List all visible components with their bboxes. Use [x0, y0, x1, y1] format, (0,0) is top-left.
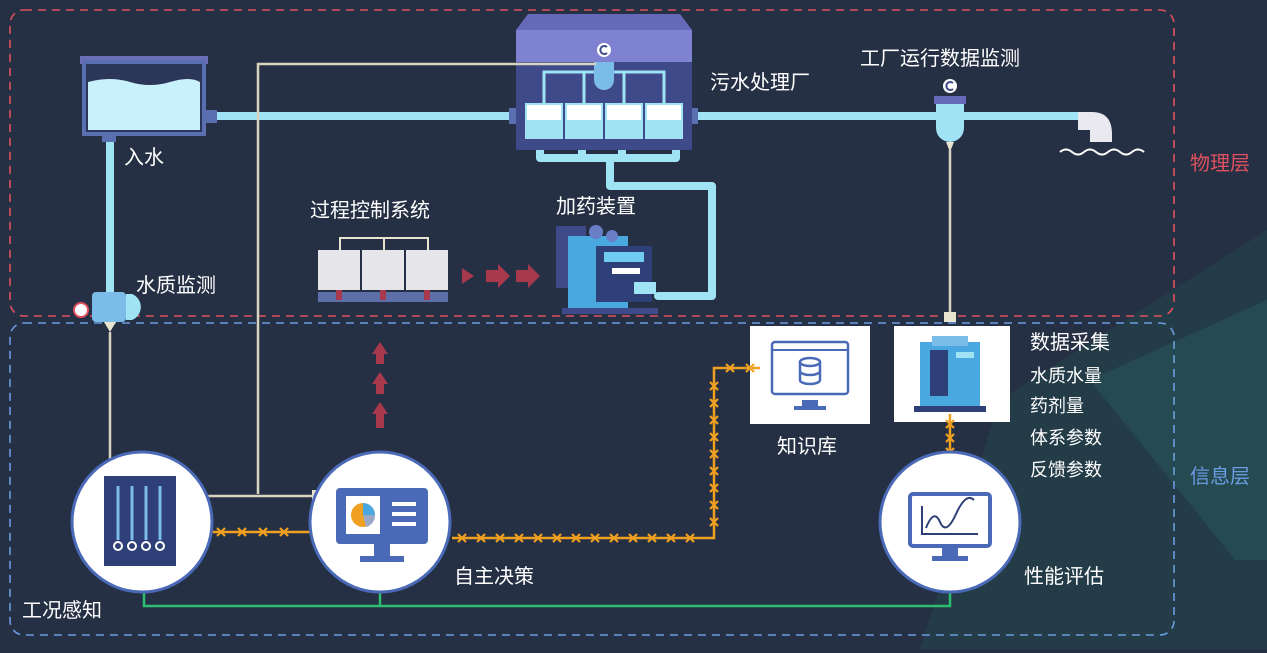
background-shape-2 — [1090, 300, 1267, 560]
data-link-marker — [709, 466, 719, 476]
process-control-label: 过程控制系统 — [310, 198, 430, 222]
data-link-marker — [533, 533, 543, 543]
monitor-chart-icon — [336, 488, 428, 562]
dosing-machine-icon — [556, 225, 658, 314]
data-link-marker — [279, 527, 289, 537]
condition-awareness-circle — [70, 450, 214, 594]
sensor-panel-icon — [104, 476, 176, 566]
data-collection-item: 反馈参数 — [1030, 460, 1102, 481]
data-link-marker — [628, 533, 638, 543]
autonomous-decision-label: 自主决策 — [454, 564, 534, 588]
pipe-joint — [205, 110, 217, 123]
water-tank-icon — [80, 56, 208, 142]
signal-lines — [108, 62, 952, 498]
physical-layer-border — [9, 9, 1175, 317]
outlet-pipe-icon — [1078, 112, 1112, 142]
data-link-marker — [945, 433, 955, 443]
data-link-marker — [745, 363, 755, 373]
data-link-marker — [590, 533, 600, 543]
data-link-marker — [709, 483, 719, 493]
data-link-marker — [685, 533, 695, 543]
control-cabinet-icon — [318, 237, 448, 302]
data-link-marker — [709, 398, 719, 408]
treatment-plant-icon — [516, 14, 692, 150]
autonomous-decision-circle — [308, 450, 452, 594]
data-link-marker — [552, 533, 562, 543]
physical-layer-label: 物理层 — [1190, 151, 1250, 175]
data-collection-item: 水质水量 — [1030, 366, 1102, 387]
decision-arrows-up — [372, 342, 388, 428]
control-arrows-right — [462, 264, 540, 288]
waves-icon — [1059, 148, 1145, 156]
data-link-marker — [709, 432, 719, 442]
data-collection-label: 数据采集 — [1030, 330, 1110, 354]
inlet-label: 入水 — [124, 145, 164, 169]
performance-evaluation-circle — [878, 450, 1022, 594]
monitor-linechart-icon — [908, 492, 992, 561]
feedback-line — [142, 580, 952, 608]
water-quality-monitoring-label: 水质监测 — [136, 273, 216, 297]
data-link-marker — [237, 527, 247, 537]
dosing-device-label: 加药装置 — [556, 194, 636, 218]
data-link-marker — [647, 533, 657, 543]
data-collection-item: 体系参数 — [1030, 428, 1102, 449]
performance-evaluation-label: 性能评估 — [1024, 564, 1104, 588]
server-icon — [894, 326, 1010, 422]
data-link-marker — [571, 533, 581, 543]
flow-meter-icon — [934, 79, 966, 152]
knowledge-base-label: 知识库 — [777, 434, 837, 458]
plant-data-monitoring-label: 工厂运行数据监测 — [860, 46, 1020, 70]
wastewater-plant-label: 污水处理厂 — [710, 70, 810, 94]
flow-meter-icon-water-quality — [73, 292, 141, 332]
data-link-marker — [709, 517, 719, 527]
information-layer-border — [9, 322, 1175, 636]
data-link-marker — [709, 415, 719, 425]
data-link-marker — [666, 533, 676, 543]
data-link-marker — [457, 533, 467, 543]
data-link-marker — [476, 533, 486, 543]
data-link-marker — [709, 449, 719, 459]
data-link-marker — [609, 533, 619, 543]
data-link-marker — [514, 533, 524, 543]
data-link-marker — [216, 527, 226, 537]
database-icon — [750, 326, 870, 424]
data-collection-item: 药剂量 — [1030, 396, 1084, 417]
condition-awareness-label: 工况感知 — [22, 598, 102, 622]
data-link-marker — [945, 419, 955, 429]
data-link-marker — [725, 363, 735, 373]
data-link-marker — [709, 500, 719, 510]
data-link-marker — [709, 381, 719, 391]
information-layer-label: 信息层 — [1190, 464, 1250, 488]
data-link-marker — [258, 527, 268, 537]
data-link-marker — [495, 533, 505, 543]
